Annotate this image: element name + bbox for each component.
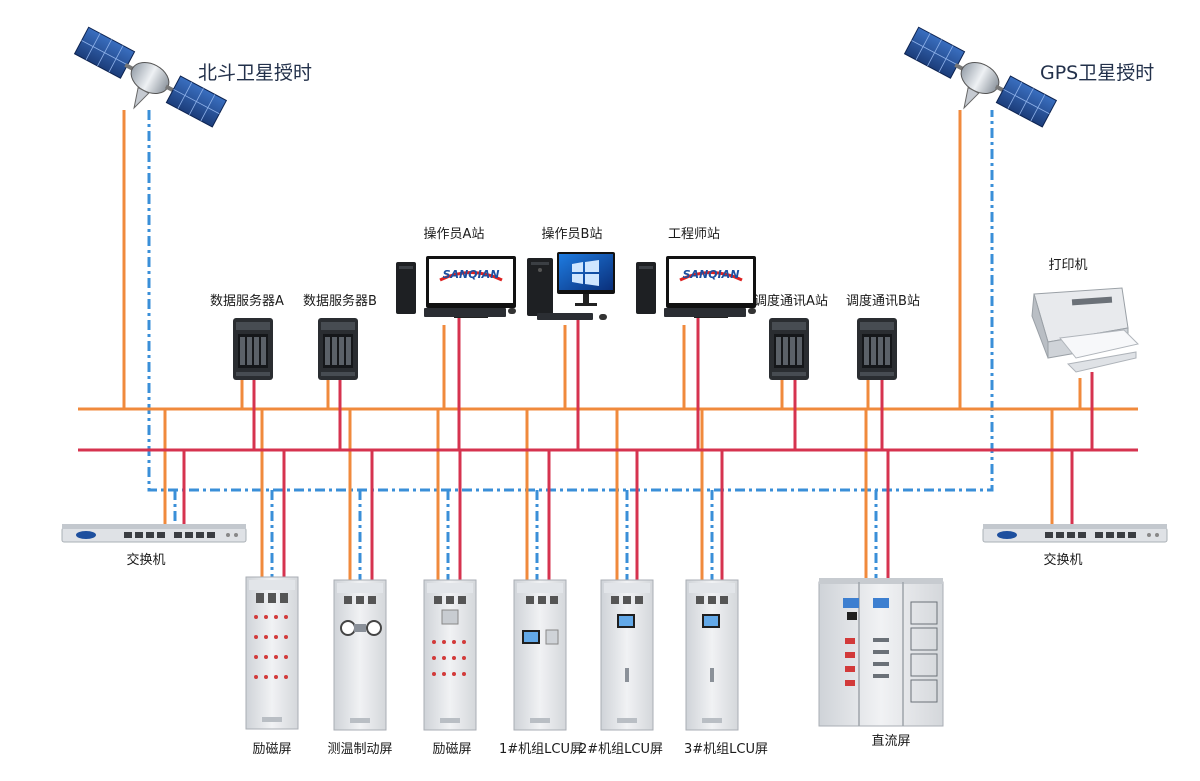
beidou-sync-line: [147, 110, 994, 492]
printer-icon: [1031, 287, 1139, 373]
operator-a-brand: SANQIAN: [443, 268, 500, 281]
cabinet-excitation-2-label: 励磁屏: [432, 742, 471, 757]
gps-satellite: GPS卫星授时: [903, 26, 1154, 128]
network-switch-icon: [61, 524, 247, 543]
network-a: [78, 110, 1138, 580]
data-server-a[interactable]: 数据服务器A: [210, 293, 284, 380]
cabinet-excitation-1[interactable]: 励磁屏: [245, 576, 299, 757]
engineer-station[interactable]: SANQIAN 工程师站: [636, 227, 756, 318]
cabinet-lcu-2-label: 2#机组LCU屏: [579, 742, 663, 757]
cabinet-lcu-1-label: 1#机组LCU屏: [499, 742, 583, 757]
control-cabinet-icon: [423, 579, 477, 731]
control-cabinet-icon: [245, 576, 299, 730]
control-cabinet-icon: [818, 578, 944, 727]
control-cabinet-icon: [685, 579, 739, 731]
operator-b-label: 操作员B站: [542, 226, 603, 242]
gps-label: GPS卫星授时: [1040, 62, 1154, 84]
cabinet-lcu-2[interactable]: 2#机组LCU屏: [579, 579, 663, 757]
server-tower-icon: [233, 318, 273, 380]
printer[interactable]: 打印机: [1031, 258, 1139, 373]
dispatch-station-a-label: 调度通讯A站: [754, 293, 828, 309]
control-cabinet-icon: [600, 579, 654, 731]
network-switch-icon: [982, 524, 1168, 543]
server-tower-icon: [318, 318, 358, 380]
switch-right-label: 交换机: [1043, 552, 1082, 568]
printer-label: 打印机: [1048, 258, 1087, 273]
desktop-computer-icon: SANQIAN: [396, 256, 516, 318]
dispatch-station-b[interactable]: 调度通讯B站: [846, 293, 920, 380]
switch-left[interactable]: 交换机: [61, 524, 247, 568]
satellite-icon: [903, 26, 1058, 128]
operator-a-label: 操作员A站: [424, 226, 485, 242]
control-cabinet-icon: [333, 579, 387, 731]
operator-b-station[interactable]: 操作员B站: [527, 226, 615, 320]
operator-a-station[interactable]: SANQIAN 操作员A站: [396, 226, 516, 318]
satellite-icon: [73, 26, 228, 128]
cabinet-lcu-3[interactable]: 3#机组LCU屏: [684, 579, 768, 757]
cabinet-temp-brake[interactable]: 测温制动屏: [327, 579, 393, 757]
dispatch-station-b-label: 调度通讯B站: [846, 293, 920, 309]
network-b: [78, 318, 1138, 580]
cabinet-lcu-3-label: 3#机组LCU屏: [684, 742, 768, 757]
switch-right[interactable]: 交换机: [982, 524, 1168, 568]
cabinet-temp-brake-label: 测温制动屏: [327, 742, 392, 757]
beidou-satellite: 北斗卫星授时: [73, 26, 312, 128]
cabinet-excitation-2[interactable]: 励磁屏: [423, 579, 477, 757]
server-tower-icon: [769, 318, 809, 380]
dc-panel-label: 直流屏: [871, 734, 910, 749]
data-server-a-label: 数据服务器A: [210, 293, 284, 309]
data-server-b-label: 数据服务器B: [303, 293, 377, 309]
switch-left-label: 交换机: [126, 552, 165, 568]
data-server-b[interactable]: 数据服务器B: [303, 293, 377, 380]
time-sync-network: [147, 110, 994, 580]
dispatch-station-a[interactable]: 调度通讯A站: [754, 293, 828, 380]
cabinet-excitation-1-label: 励磁屏: [252, 742, 291, 757]
cabinet-lcu-1[interactable]: 1#机组LCU屏: [499, 579, 583, 757]
engineer-brand: SANQIAN: [683, 268, 740, 281]
engineer-label: 工程师站: [668, 227, 720, 242]
server-tower-icon: [857, 318, 897, 380]
desktop-computer-icon: [527, 252, 615, 320]
control-cabinet-icon: [513, 579, 567, 731]
dc-panel[interactable]: 直流屏: [818, 578, 944, 749]
beidou-label: 北斗卫星授时: [198, 62, 312, 84]
desktop-computer-icon: SANQIAN: [636, 256, 756, 318]
